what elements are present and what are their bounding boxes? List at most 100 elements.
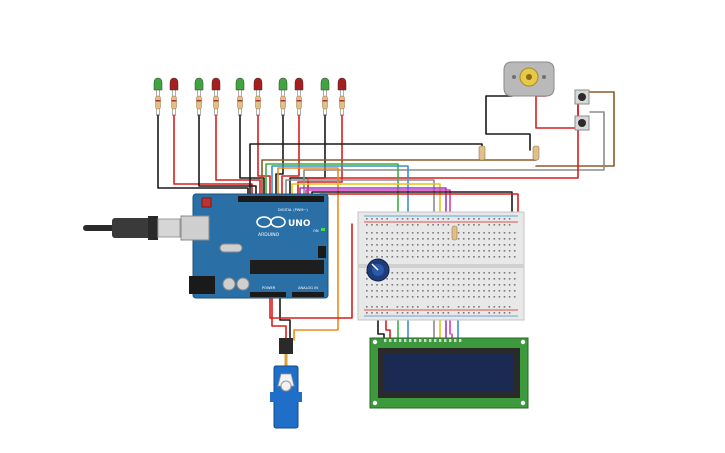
breadboard-hole <box>366 278 368 280</box>
led-green[interactable] <box>153 77 163 116</box>
led-green[interactable] <box>235 77 245 116</box>
lcd-pin <box>449 339 452 342</box>
resistor-band <box>171 100 177 102</box>
breadboard-hole <box>401 284 404 286</box>
wire-led-5 <box>239 114 265 199</box>
led-red[interactable] <box>337 77 347 116</box>
pushbutton-1[interactable] <box>574 89 590 105</box>
potentiometer[interactable] <box>366 258 390 282</box>
breadboard-hole <box>406 250 409 252</box>
lcd-pins <box>384 339 462 342</box>
breadboard[interactable] <box>357 211 525 321</box>
breadboard-hole <box>371 250 373 252</box>
breadboard-hole <box>366 256 368 258</box>
breadboard-hole <box>478 232 480 234</box>
breadboard-hole <box>366 296 368 298</box>
potentiometer-indicator <box>371 263 379 271</box>
breadboard-hole <box>366 284 368 286</box>
breadboard-hole <box>478 290 480 292</box>
led-green[interactable] <box>194 77 204 116</box>
resistor-breadboard <box>451 225 458 241</box>
breadboard-hole <box>457 250 460 252</box>
breadboard-hole <box>366 232 368 234</box>
breadboard-hole <box>503 290 506 292</box>
breadboard-hole <box>411 278 414 280</box>
breadboard-hole <box>468 224 470 226</box>
breadboard-hole <box>386 232 388 234</box>
arduino-uno[interactable]: UNO ARDUINO DIGITAL (PWM~) POWER ANALOG … <box>180 193 329 299</box>
breadboard-hole <box>473 306 475 308</box>
lcd-display[interactable] <box>369 337 529 409</box>
breadboard-hole <box>447 244 450 246</box>
breadboard-hole <box>462 306 465 308</box>
breadboard-hole <box>437 290 439 292</box>
wire-black-gnd <box>311 191 513 215</box>
breadboard-hole <box>447 278 450 280</box>
led-red[interactable] <box>253 77 263 116</box>
breadboard-hole <box>401 250 404 252</box>
lcd-hole-tl <box>372 339 378 345</box>
arduino-brand-text: ARDUINO <box>258 232 280 238</box>
breadboard-hole <box>366 250 368 252</box>
breadboard-hole <box>422 290 424 292</box>
breadboard-hole <box>452 284 455 286</box>
breadboard-hole <box>442 272 445 274</box>
breadboard-hole <box>508 278 511 280</box>
breadboard-hole <box>468 244 470 246</box>
breadboard-hole <box>411 290 414 292</box>
breadboard-hole <box>381 218 383 220</box>
analog-header <box>292 292 324 297</box>
breadboard-hole <box>452 244 455 246</box>
arduino-reset-button[interactable] <box>201 197 212 208</box>
breadboard-hole <box>462 284 465 286</box>
breadboard-hole <box>462 232 465 234</box>
breadboard-hole <box>462 290 465 292</box>
breadboard-hole <box>386 250 388 252</box>
wire-blue-sig <box>271 165 409 241</box>
breadboard-hole <box>513 232 516 234</box>
led-green[interactable] <box>278 77 288 116</box>
breadboard-hole <box>386 290 388 292</box>
lcd-pin <box>409 339 412 342</box>
breadboard-hole <box>386 218 388 220</box>
breadboard-hole <box>381 232 383 234</box>
breadboard-hole <box>493 306 496 308</box>
breadboard-hole <box>513 244 516 246</box>
led-dome <box>294 77 304 91</box>
breadboard-hole <box>427 312 429 314</box>
breadboard-hole <box>376 244 378 246</box>
servo-motor[interactable] <box>270 338 302 429</box>
led-red[interactable] <box>169 77 179 116</box>
breadboard-hole <box>411 312 414 314</box>
arduino-analog-label: ANALOG IN <box>298 286 318 290</box>
breadboard-hole <box>478 284 480 286</box>
led-red[interactable] <box>294 77 304 116</box>
breadboard-hole <box>483 290 485 292</box>
breadboard-hole <box>396 278 399 280</box>
breadboard-hole <box>478 306 480 308</box>
breadboard-hole <box>493 250 496 252</box>
led-green[interactable] <box>320 77 330 116</box>
breadboard-hole <box>478 256 480 258</box>
breadboard-hole <box>478 218 480 220</box>
breadboard-hole <box>473 272 475 274</box>
led-red[interactable] <box>211 77 221 116</box>
motor-resistors <box>478 145 540 161</box>
pushbutton-2[interactable] <box>574 115 590 131</box>
breadboard-hole <box>381 312 383 314</box>
breadboard-hole <box>508 296 511 298</box>
breadboard-hole <box>366 244 368 246</box>
breadboard-hole <box>396 250 399 252</box>
breadboard-hole <box>366 272 368 274</box>
wire-led-2 <box>173 114 253 199</box>
breadboard-hole <box>396 244 399 246</box>
breadboard-hole <box>493 296 496 298</box>
dc-motor[interactable] <box>503 61 555 97</box>
lcd-pin <box>434 339 437 342</box>
breadboard-hole <box>498 312 501 314</box>
resistor-band <box>255 100 261 102</box>
atmega-chip <box>250 260 324 274</box>
arduino-power-jack <box>189 276 215 294</box>
breadboard-hole <box>422 256 424 258</box>
breadboard-hole <box>513 290 516 292</box>
